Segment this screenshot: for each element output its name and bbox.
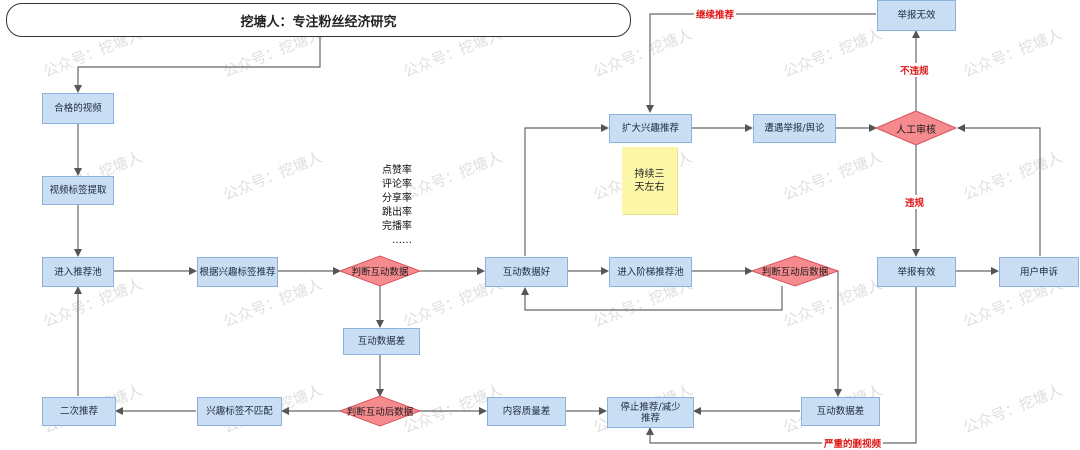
edge-label-continue: 继续推荐	[694, 7, 737, 21]
node-report-valid: 举报有效	[877, 257, 956, 287]
node-reported: 遭遇举报/舆论	[753, 114, 836, 143]
node-interest-recommend: 根据兴趣标签推荐	[197, 257, 278, 287]
label-judge-interaction-1: 判断互动数据	[351, 267, 409, 278]
decision-manual-review	[874, 110, 958, 146]
page-title: 挖塘人：专注粉丝经济研究	[6, 3, 631, 37]
sticky-note-text: 持续三天左右	[634, 168, 665, 193]
edge-invalid-to-expand	[646, 13, 876, 113]
node-poor-quality: 内容质量差	[487, 397, 566, 426]
decision-judge-interaction-3	[338, 395, 422, 427]
metric-item: 评论率	[382, 179, 412, 190]
metric-item: ……	[392, 235, 412, 246]
edge-title-to-qualified	[74, 37, 321, 93]
edge-valid-to-stop	[646, 286, 917, 444]
edge-judge2-to-good-loop	[521, 286, 783, 311]
node-report-invalid: 举报无效	[877, 0, 956, 31]
node-expand-interest: 扩大兴趣推荐	[609, 114, 692, 143]
label-judge-interaction-3: 判断互动后数据	[346, 407, 414, 418]
node-stop-recommend: 停止推荐/减少推荐	[607, 397, 694, 428]
node-qualified-video: 合格的视频	[42, 93, 114, 124]
node-interest-mismatch: 兴趣标签不匹配	[197, 397, 282, 426]
node-interaction-poor-1: 互动数据差	[343, 328, 420, 355]
metric-item: 点赞率	[382, 165, 412, 176]
edge-label-severe-delete: 严重的删视频	[822, 436, 884, 450]
decision-judge-interaction-1	[338, 255, 422, 287]
edge-good-to-expand	[524, 124, 609, 256]
label-judge-interaction-2: 判断互动后数据	[761, 267, 829, 278]
node-interaction-poor-2: 互动数据差	[801, 397, 880, 426]
node-enter-pool: 进入推荐池	[42, 257, 114, 287]
decision-judge-interaction-2	[750, 255, 840, 287]
node-second-recommend: 二次推荐	[42, 397, 116, 426]
node-tag-extract: 视频标签提取	[42, 176, 114, 205]
metric-item: 分享率	[382, 193, 412, 204]
node-user-appeal: 用户申诉	[999, 257, 1079, 287]
metrics-list: 点赞率 评论率 分享率 跳出率 完播率 ……	[352, 164, 412, 248]
edge-label-violation: 违规	[903, 195, 927, 209]
node-interaction-good: 互动数据好	[485, 257, 568, 287]
edge-appeal-to-review	[957, 124, 1041, 256]
sticky-note: 持续三天左右	[622, 147, 677, 214]
label-manual-review: 人工审核	[896, 125, 936, 136]
metric-item: 完播率	[382, 221, 412, 232]
node-tier-pool: 进入阶梯推荐池	[609, 257, 692, 287]
edge-label-not-violation: 不违规	[898, 63, 931, 77]
metric-item: 跳出率	[382, 207, 412, 218]
